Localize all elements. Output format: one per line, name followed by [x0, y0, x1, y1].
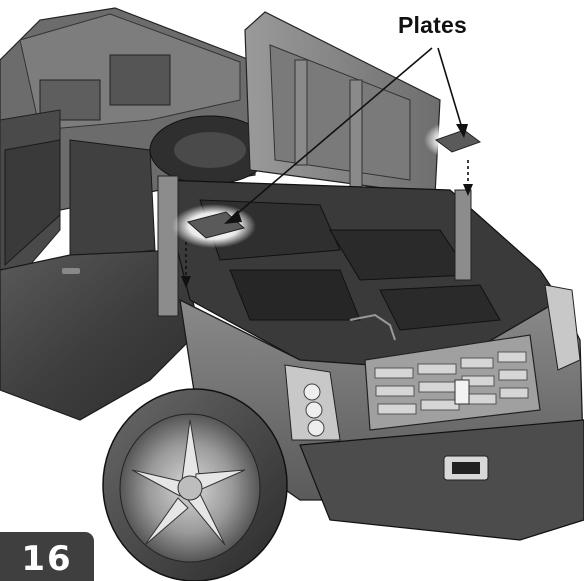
install-arrows — [181, 160, 473, 288]
open-lid — [244, 11, 441, 196]
right-plate — [424, 120, 492, 160]
engine-compartment — [157, 175, 561, 371]
spare-tire — [149, 115, 271, 185]
step-badge: 16 — [0, 532, 94, 581]
front-wheel — [102, 388, 288, 581]
callout-arrows — [224, 47, 468, 224]
plates-label: Plates — [398, 12, 467, 38]
truck-cabin — [0, 7, 256, 421]
left-plate — [172, 204, 256, 248]
step-number: 16 — [21, 538, 73, 579]
